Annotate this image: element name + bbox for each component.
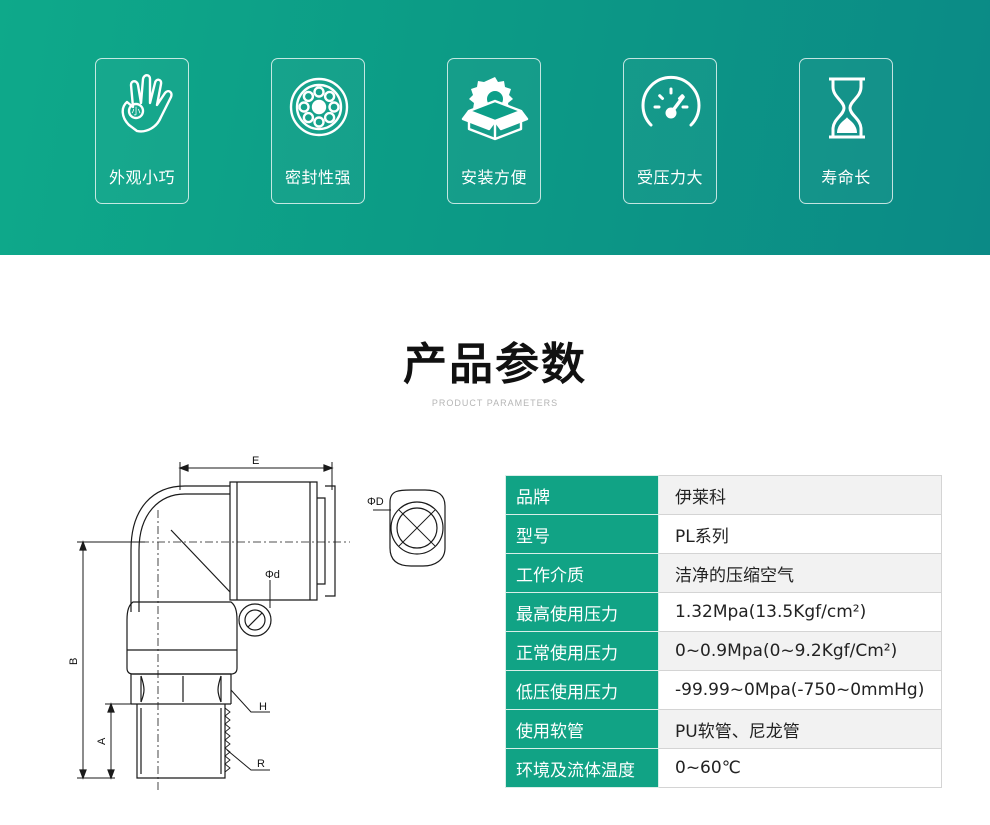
hourglass-icon: [829, 77, 865, 139]
param-value: 伊莱科: [658, 475, 942, 515]
param-key: 最高使用压力: [505, 592, 659, 632]
feature-label: 受压力大: [636, 168, 703, 187]
dim-label-B: B: [68, 658, 80, 665]
parameters-table: 品牌 伊莱科 型号 PL系列 工作介质 洁净的压缩空气 最高使用压力 1.32M…: [505, 475, 942, 788]
param-value: -99.99~0Mpa(-750~0mmHg): [658, 670, 942, 710]
feature-card-install: 安装方便: [447, 58, 541, 204]
table-row: 环境及流体温度 0~60℃: [505, 748, 942, 788]
param-value: 0~0.9Mpa(0~9.2Kgf/Cm²): [658, 631, 942, 671]
dim-label-D: ΦD: [367, 496, 384, 508]
feature-card-seal: 密封性强: [271, 58, 365, 204]
gear-box-icon: [461, 77, 529, 141]
feature-label: 寿命长: [821, 168, 871, 187]
table-row: 品牌 伊莱科: [505, 475, 942, 515]
dim-label-R: R: [257, 758, 265, 770]
dim-label-E: E: [252, 455, 259, 467]
param-key: 环境及流体温度: [505, 748, 659, 788]
dim-label-A: A: [96, 737, 108, 745]
table-row: 型号 PL系列: [505, 514, 942, 554]
pressure-gauge-icon: [641, 75, 701, 127]
table-row: 低压使用压力 -99.99~0Mpa(-750~0mmHg): [505, 670, 942, 710]
section-subtitle: PRODUCT PARAMETERS: [431, 398, 559, 408]
table-row: 工作介质 洁净的压缩空气: [505, 553, 942, 593]
param-key: 工作介质: [505, 553, 659, 593]
param-key: 正常使用压力: [505, 631, 659, 671]
feature-label: 安装方便: [460, 168, 527, 187]
param-value: 洁净的压缩空气: [658, 553, 942, 593]
param-value: 1.32Mpa(13.5Kgf/cm²): [658, 592, 942, 632]
param-value: 0~60℃: [658, 748, 942, 788]
param-key: 低压使用压力: [505, 670, 659, 710]
param-key: 品牌: [505, 475, 659, 515]
param-key: 型号: [505, 514, 659, 554]
hand-mark-text: 小: [131, 107, 140, 118]
section-title: 产品参数: [403, 339, 587, 390]
dim-label-H: H: [259, 701, 267, 713]
feature-label: 密封性强: [284, 168, 351, 187]
dim-label-d: Φd: [265, 569, 280, 581]
param-value: PU软管、尼龙管: [658, 709, 942, 749]
feature-card-compact: 小 外观小巧: [95, 58, 189, 204]
feature-banner: 小 外观小巧 密封性强 安装方便: [0, 0, 990, 255]
table-row: 正常使用压力 0~0.9Mpa(0~9.2Kgf/Cm²): [505, 631, 942, 671]
feature-label: 外观小巧: [108, 168, 175, 187]
fitting-technical-drawing: E ΦD Φd B A H R: [68, 455, 446, 790]
feature-card-pressure: 受压力大: [623, 58, 717, 204]
param-key: 使用软管: [505, 709, 659, 749]
small-hand-icon: 小: [121, 74, 173, 133]
seal-ring-icon: [289, 77, 349, 137]
table-row: 使用软管 PU软管、尼龙管: [505, 709, 942, 749]
feature-card-lifespan: 寿命长: [799, 58, 893, 204]
table-row: 最高使用压力 1.32Mpa(13.5Kgf/cm²): [505, 592, 942, 632]
param-value: PL系列: [658, 514, 942, 554]
